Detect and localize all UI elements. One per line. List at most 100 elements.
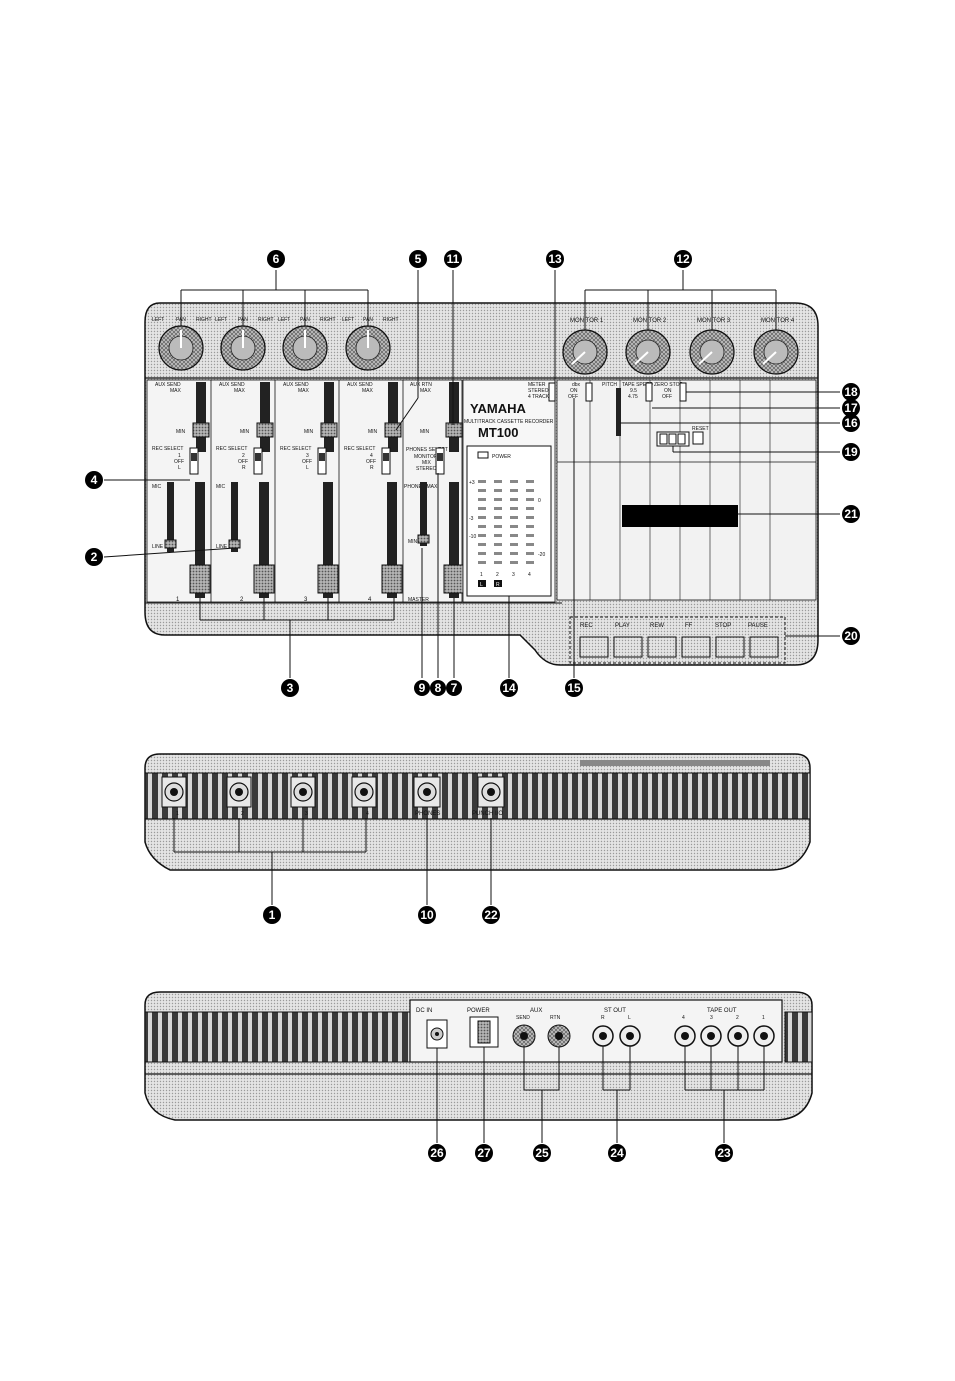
aux-send-jack-label: SEND	[516, 1015, 530, 1021]
callout-17-text: 17	[844, 401, 858, 415]
pan-knob-4[interactable]	[345, 325, 391, 371]
tape-speed-label: TAPE SPEED	[622, 382, 653, 388]
pitch-slider[interactable]	[616, 388, 621, 436]
channel-fader-4[interactable]	[381, 482, 403, 598]
channel-fader-2[interactable]	[253, 482, 275, 598]
phones-level-slider[interactable]	[420, 482, 427, 546]
aux-send-fader-3[interactable]	[320, 382, 338, 452]
callout-21-text: 21	[844, 507, 858, 521]
rec-button[interactable]	[579, 636, 609, 658]
mic-input-jack-2[interactable]	[226, 776, 252, 808]
pan-right-label-3: RIGHT	[320, 317, 336, 323]
rec-select-opt-4b: OFF	[366, 459, 376, 465]
callout-20-text: 20	[844, 629, 858, 643]
callout-4: 4	[85, 471, 103, 489]
zero-stop-switch[interactable]	[679, 382, 687, 402]
pan-right-label-2: RIGHT	[258, 317, 274, 323]
power-switch[interactable]	[469, 1016, 499, 1048]
pause-button[interactable]	[749, 636, 779, 658]
rew-label: REW	[650, 623, 664, 629]
tape-out-jack-1[interactable]	[753, 1025, 775, 1047]
pan-left-label-4: LEFT	[342, 317, 354, 323]
aux-rtn-fader[interactable]	[445, 382, 463, 452]
phones-select-mix: MIX	[422, 460, 432, 466]
tape-out-jack-2[interactable]	[727, 1025, 749, 1047]
aux-send-jack[interactable]	[512, 1024, 536, 1048]
callout-1-text: 1	[269, 908, 276, 922]
callout-19: 19	[842, 443, 860, 461]
phones-select-label: PHONES SELECT	[406, 447, 448, 453]
mic-label-2: MIC	[216, 484, 226, 490]
ff-label: FF	[685, 623, 693, 629]
aux-rtn-jack-label: RTN	[550, 1015, 561, 1021]
reset-button[interactable]	[692, 431, 704, 445]
aux-rtn-jack[interactable]	[547, 1024, 571, 1048]
tape-out-jack-3[interactable]	[700, 1025, 722, 1047]
rec-select-opt-3a: 3	[306, 453, 309, 459]
level-meter	[466, 445, 552, 597]
dc-in-jack[interactable]	[426, 1019, 448, 1049]
aux-rtn-label: AUX RTN	[410, 382, 432, 388]
monitor-knob-2[interactable]	[625, 329, 671, 375]
aux-send-fader-1[interactable]	[192, 382, 210, 452]
callout-23-text: 23	[717, 1146, 731, 1160]
monitor-knob-4[interactable]	[753, 329, 799, 375]
pan-knob-3[interactable]	[282, 325, 328, 371]
punch-io-label: PUNCH I/O	[472, 811, 503, 817]
phones-select-stereo: STEREO	[416, 466, 437, 472]
callout-16-text: 16	[844, 416, 858, 430]
monitor-knob-1[interactable]	[562, 329, 608, 375]
channel-fader-3[interactable]	[317, 482, 339, 598]
rec-select-opt-3c: L	[306, 465, 309, 471]
tape-out-jack-4[interactable]	[674, 1025, 696, 1047]
aux-send-fader-2[interactable]	[256, 382, 274, 452]
st-out-label: ST OUT	[604, 1008, 626, 1014]
pan-knob-1[interactable]	[158, 325, 204, 371]
front-panel: 1 2 3 4 PHONES PUNCH I/O	[144, 753, 811, 871]
callout-2-text: 2	[91, 550, 98, 564]
trim-slider-1[interactable]	[167, 482, 174, 552]
callout-3-text: 3	[287, 681, 294, 695]
phones-jack[interactable]	[413, 776, 441, 808]
st-out-r-label: R	[601, 1015, 605, 1021]
monitor-knob-3[interactable]	[689, 329, 735, 375]
dbx-switch[interactable]	[585, 382, 593, 402]
rec-select-label-4: REC SELECT	[344, 446, 375, 452]
tape-speed-switch[interactable]	[645, 382, 653, 402]
dbx-on-label: ON	[570, 388, 578, 394]
meter-l-label: L	[480, 582, 483, 588]
mic-label-1: MIC	[152, 484, 162, 490]
play-button[interactable]	[613, 636, 643, 658]
callout-18-text: 18	[844, 385, 858, 399]
st-out-r-jack[interactable]	[592, 1025, 614, 1047]
pitch-label: PITCH	[602, 382, 617, 388]
mic-input-jack-1[interactable]	[161, 776, 187, 808]
callout-12-text: 12	[676, 252, 690, 266]
rew-button[interactable]	[647, 636, 677, 658]
callout-7-text: 7	[451, 681, 458, 695]
meter-scale-minus10: -10	[469, 534, 476, 540]
callout-27: 27	[475, 1144, 493, 1162]
rec-select-label-3: REC SELECT	[280, 446, 311, 452]
st-out-l-jack[interactable]	[619, 1025, 641, 1047]
mic-input-jack-3[interactable]	[290, 776, 316, 808]
punch-io-jack[interactable]	[477, 776, 505, 808]
meter-switch[interactable]	[548, 382, 556, 402]
callout-27-text: 27	[477, 1146, 491, 1160]
stop-button[interactable]	[715, 636, 745, 658]
aux-group-label: AUX	[530, 1008, 542, 1014]
pan-knob-2[interactable]	[220, 325, 266, 371]
mic-input-jack-4[interactable]	[351, 776, 377, 808]
line-label-2: LINE	[216, 544, 228, 550]
pan-left-label-2: LEFT	[215, 317, 227, 323]
channel-number-1: 1	[176, 597, 180, 603]
aux-send-fader-4[interactable]	[384, 382, 402, 452]
callout-11: 11	[444, 250, 462, 268]
channel-fader-1[interactable]	[189, 482, 211, 598]
trim-slider-2[interactable]	[231, 482, 238, 552]
min-label-4: MIN	[368, 429, 378, 435]
ff-button[interactable]	[681, 636, 711, 658]
rec-select-opt-3b: OFF	[302, 459, 312, 465]
monitor-label-2: MONITOR 2	[633, 318, 667, 324]
max-label-2: MAX	[234, 388, 246, 394]
